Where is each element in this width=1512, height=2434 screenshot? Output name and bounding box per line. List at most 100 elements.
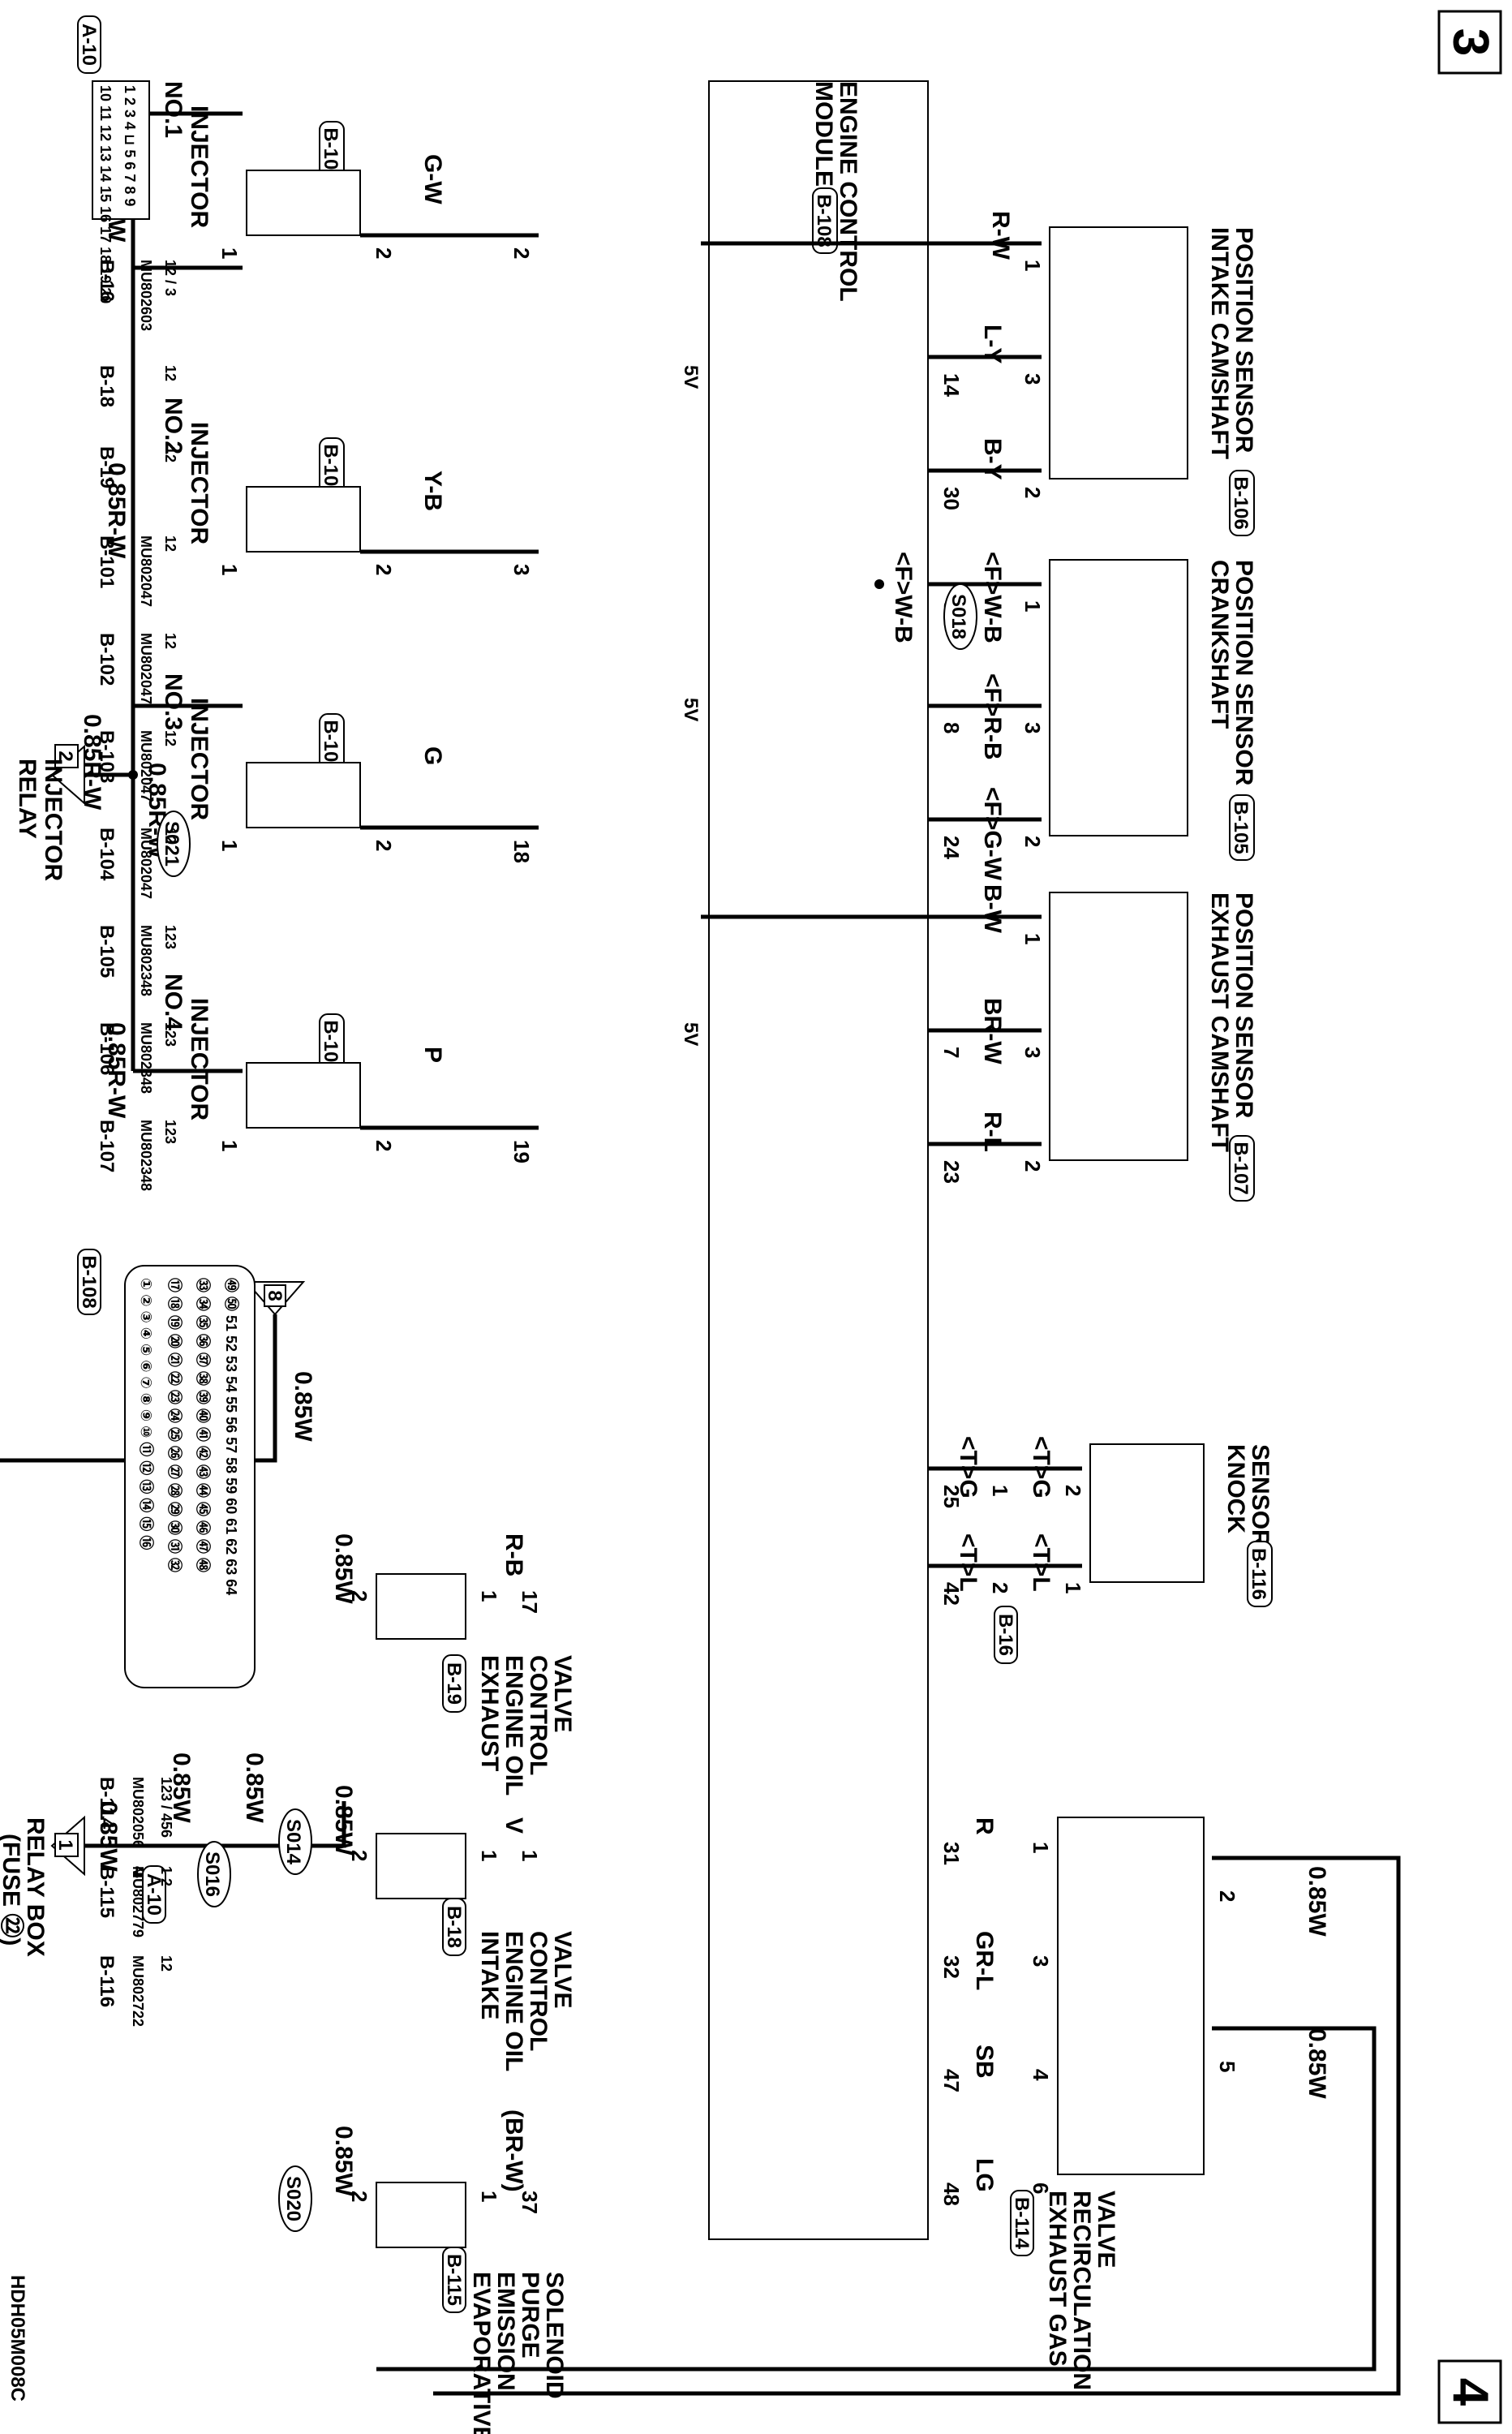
- egr-feed-2-wire: [376, 2026, 1377, 2372]
- legend-conn-3-code: B-101: [96, 535, 118, 588]
- injector-1-coil: [246, 170, 361, 236]
- legend-small-2-part: MU802722: [130, 1955, 146, 2027]
- egr-coil-4-color: LG: [971, 2158, 998, 2192]
- legend-conn-1-code: B-18: [96, 365, 118, 407]
- injector-4-coil: [246, 1062, 361, 1129]
- exhaust-oil-valve-coil: [376, 1573, 466, 1640]
- crank-wire-3-color: <F>G-W: [979, 787, 1006, 881]
- legend-a10-row2: 10 11 12 13 14 15 16 17 18 19 20: [97, 85, 114, 303]
- legend-connectors: B-16 MU802603 12 / 3 B-18 12 B-19 12 B-1…: [96, 260, 178, 1191]
- exhaust-oil-valve-conn-badge: [442, 1654, 466, 1713]
- knock-wire-1-ecm-pin: 25: [939, 1485, 964, 1508]
- evap-purge-supply: 0.85W: [330, 2126, 357, 2196]
- egr-coil-4-ecm-pin: 48: [939, 2182, 964, 2206]
- injector-4-pin-b: 2: [372, 1140, 396, 1151]
- intake-cam-sensor-line2: POSITION SENSOR: [1231, 227, 1257, 454]
- intake-oil-valve-line2: ENGINE OIL: [500, 1931, 527, 2071]
- egr-coil-1-color: R: [971, 1817, 998, 1835]
- intake-oil-valve-line4: VALVE: [549, 1931, 576, 2009]
- intake-oil-valve-pin-a: 2: [347, 1850, 372, 1861]
- knock-sensor-conn: B-116: [1248, 1548, 1269, 1600]
- ground-lead-color: 0.85W: [290, 1371, 316, 1442]
- legend-conn-6-part: MU802047: [138, 828, 154, 899]
- injector-1-line1: NO.1: [160, 81, 187, 138]
- intake-cam-wire-2-pin: 3: [1020, 373, 1045, 385]
- legend-conn-7-faces: 123: [162, 925, 178, 949]
- crank-wire-1-color: <F>W-B: [979, 552, 1006, 643]
- legend-conn-4-part: MU802047: [138, 633, 154, 704]
- intake-oil-valve-ecm-pin: 1: [518, 1850, 542, 1861]
- knock-wire-2-ecm-color: <T>L: [955, 1533, 982, 1592]
- injector-1-out-color: G-W: [419, 154, 446, 204]
- exhaust-cam-sensor: EXHAUST CAMSHAFT POSITION SENSOR B-107 B…: [701, 884, 1257, 1202]
- crank-wire-3-ecm-pin: 24: [939, 836, 964, 859]
- legend-b108-label: B-108: [78, 1255, 100, 1308]
- knock-wire-2-color: <T>L: [1028, 1533, 1055, 1592]
- evap-purge-out: (BR-W): [500, 2109, 527, 2192]
- injector-2-ecm-pin: 3: [509, 564, 534, 575]
- egr-coil-3-ecm-pin: 47: [939, 2069, 964, 2092]
- egr-coil-2-color: GR-L: [971, 1931, 998, 1990]
- crank-wire-3-pin: 2: [1020, 836, 1045, 847]
- injector-3-out-color: G: [419, 746, 446, 765]
- injector-1-pin-b: 2: [372, 247, 396, 259]
- egr-coil-4-pin: 6: [1029, 2182, 1053, 2194]
- splice-s020: [278, 2165, 312, 2232]
- knock-sensor: KNOCK SENSOR B-116 <T>G <T>G 2 1 25 <T>L…: [928, 1436, 1274, 1664]
- legend-conn-2-faces: 12: [162, 446, 178, 462]
- legend-conn-5-faces: 12: [162, 730, 178, 746]
- legend-b108-badge: [77, 1249, 101, 1315]
- evap-purge-coil: [376, 2182, 466, 2248]
- exhaust-oil-valve-pin-b: 1: [477, 1590, 501, 1602]
- a10-label: A-10: [143, 1873, 165, 1916]
- intake-oil-valve-line3: CONTROL: [525, 1931, 552, 2051]
- legend-small-1-faces: 1 2: [158, 1866, 174, 1886]
- legend-conn-3-faces: 12: [162, 535, 178, 552]
- evap-purge-line2: EMISSION: [492, 2272, 519, 2391]
- ecm-5v-1: 5V: [680, 365, 702, 389]
- legend-b108-row-3: ㉝ ㉞ ㉟ ㊱ ㊲ ㊳ ㊴ ㊵ ㊶ ㊷ ㊸ ㊹ ㊺ ㊻ ㊼ ㊽: [195, 1278, 212, 1572]
- evap-purge-solenoid: EVAPORATIVE EMISSION PURGE SOLENOID B-11…: [330, 2109, 568, 2434]
- splice-s021: [157, 811, 191, 877]
- injector-2-pin-a: 1: [217, 564, 242, 575]
- crank-wire-2-ecm-pin: 8: [939, 722, 964, 733]
- exhaust-oil-valve-ecm-pin: 17: [518, 1590, 542, 1614]
- injector-relay-label-line1: INJECTOR: [40, 759, 67, 881]
- section-number-bottom: 4: [1442, 2378, 1498, 2406]
- legend-conn-0-code: B-16: [96, 260, 118, 302]
- legend-conn-7-code: B-105: [96, 925, 118, 978]
- knock-wire-1-ecm-color: <T>G: [955, 1436, 982, 1499]
- legend-small-0-part: MU802056: [130, 1777, 146, 1848]
- legend-conn-9-faces: 123: [162, 1120, 178, 1144]
- egr-line1: EXHAUST GAS: [1044, 2191, 1071, 2367]
- intake-oil-valve-coil: [376, 1833, 466, 1899]
- injector-2-out-color: Y-B: [419, 471, 446, 511]
- intake-cam-sensor-line1: INTAKE CAMSHAFT: [1206, 227, 1233, 459]
- knock-wire-1-joint-pin: 1: [988, 1485, 1012, 1496]
- intake-cam-wire-2-color: L-Y: [979, 325, 1006, 363]
- knock-sensor-box: [1089, 1443, 1205, 1583]
- s014-lead-color: 0.85W: [241, 1752, 268, 1823]
- legend-conn-0-part: MU802603: [138, 260, 154, 331]
- crank-wire-2-color: <F>R-B: [979, 673, 1006, 760]
- section-box-top: [1437, 10, 1502, 75]
- legend-small-1-code: B-115: [96, 1866, 118, 1918]
- injector-4-pin-a: 1: [217, 1140, 242, 1151]
- relay-box-pin: 1: [54, 1839, 76, 1850]
- exhaust-cam-sensor-conn-badge: [1229, 1135, 1255, 1202]
- exhaust-oil-valve-conn: B-19: [443, 1662, 465, 1705]
- legend-conn-9-part: MU802348: [138, 1120, 154, 1191]
- egr-coil-2-pin: 3: [1029, 1955, 1053, 1967]
- evap-purge-pin-a: 2: [347, 2191, 372, 2202]
- a10-badge: [142, 1865, 166, 1924]
- injector-4-out-color: P: [419, 1047, 446, 1063]
- legend-conn-4-faces: 12: [162, 633, 178, 649]
- egr-conn: B-114: [1011, 2197, 1033, 2250]
- egr-feed-1-wire: [433, 1856, 1401, 2396]
- power-feeds: 8 0.85W 1 RELAY BOX (FUSE ㉒) 0.85W 4 A-1…: [0, 1281, 346, 2232]
- exhaust-cam-sensor-line2: POSITION SENSOR: [1231, 892, 1257, 1119]
- intake-cam-sensor: INTAKE CAMSHAFT POSITION SENSOR B-106 R-…: [701, 211, 1257, 536]
- exhaust-cam-wire-1-color: B-W: [979, 884, 1006, 934]
- injector-2-line2: INJECTOR: [186, 422, 213, 544]
